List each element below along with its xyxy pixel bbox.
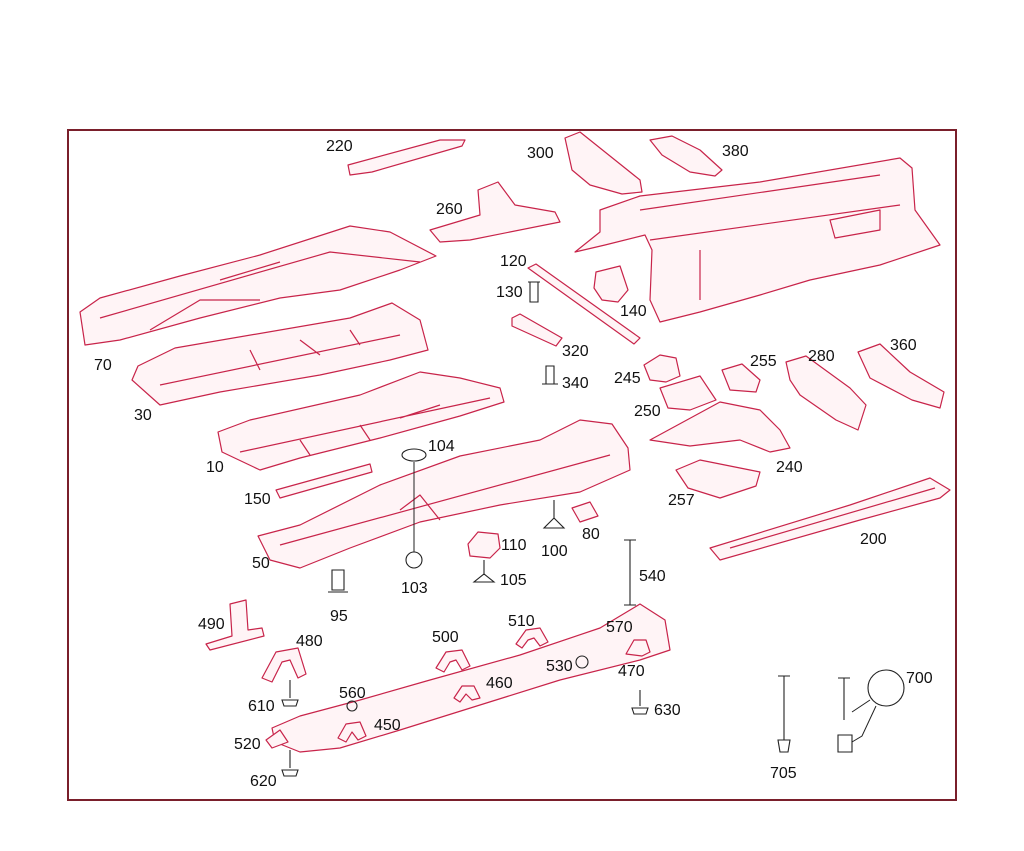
callout-255: 255: [750, 353, 777, 370]
part-103-clip: [405, 551, 423, 569]
part-540-bolt: [624, 539, 636, 606]
callout-360: 360: [890, 337, 917, 354]
part-95-bolt: [328, 569, 348, 593]
part-340-bolt: [542, 365, 558, 385]
callout-100: 100: [541, 543, 568, 560]
callout-300: 300: [527, 145, 554, 162]
part-rear-floor: [574, 157, 941, 323]
part-560-nut: [346, 700, 358, 712]
callout-220: 220: [326, 138, 353, 155]
callout-705: 705: [770, 765, 797, 782]
part-510-bracket: [515, 627, 549, 649]
callout-140: 140: [620, 303, 647, 320]
callout-570: 570: [606, 619, 633, 636]
part-490-bracket: [205, 599, 265, 651]
diagram-frame: [67, 129, 957, 801]
part-705-bolt: [777, 675, 791, 753]
part-105-screw: [472, 560, 496, 583]
callout-380: 380: [722, 143, 749, 160]
callout-10: 10: [206, 459, 224, 476]
callout-257: 257: [668, 492, 695, 509]
part-257-bracket: [675, 459, 761, 499]
part-50-pan: [257, 419, 631, 569]
part-70-panel: [79, 225, 437, 346]
part-240-member: [649, 401, 791, 453]
callout-560: 560: [339, 685, 366, 702]
callout-50: 50: [252, 555, 270, 572]
callout-510: 510: [508, 613, 535, 630]
callout-320: 320: [562, 343, 589, 360]
wrench-icon: [867, 669, 905, 707]
part-280-bracket: [785, 355, 867, 431]
callout-labels: 220 300 380 260 120 130 140 70 320 340 2…: [94, 138, 933, 790]
callout-470: 470: [618, 663, 645, 680]
callout-70: 70: [94, 357, 112, 374]
callout-520: 520: [234, 736, 261, 753]
callout-260: 260: [436, 201, 463, 218]
part-300-bracket: [564, 131, 643, 195]
callout-340: 340: [562, 375, 589, 392]
part-220-strip: [347, 139, 466, 176]
callout-480: 480: [296, 633, 323, 650]
callout-530: 530: [546, 658, 573, 675]
callout-280: 280: [808, 348, 835, 365]
part-255-bracket: [721, 363, 761, 393]
part-150-strip: [275, 463, 373, 499]
part-120-strip: [527, 263, 641, 345]
part-10-panel: [217, 371, 505, 471]
part-610-bolt: [281, 680, 299, 707]
callout-450: 450: [374, 717, 401, 734]
part-470-bracket: [625, 639, 651, 657]
part-480-bracket: [261, 647, 307, 683]
callout-103: 103: [401, 580, 428, 597]
part-620-bolt: [281, 750, 299, 777]
part-140-bracket: [593, 265, 629, 303]
part-130-bolt: [528, 281, 540, 303]
callout-500: 500: [432, 629, 459, 646]
part-245-bracket: [643, 354, 681, 383]
callout-460: 460: [486, 675, 513, 692]
part-110-block: [467, 531, 501, 559]
part-80-clip: [571, 501, 599, 523]
part-100-screw: [542, 500, 566, 529]
part-460-bracket: [453, 685, 481, 703]
callout-104: 104: [428, 438, 455, 455]
callout-540: 540: [639, 568, 666, 585]
callout-700: 700: [906, 670, 933, 687]
callout-240: 240: [776, 459, 803, 476]
callout-110: 110: [501, 537, 527, 554]
callout-130: 130: [496, 284, 523, 301]
callout-620: 620: [250, 773, 277, 790]
callout-150: 150: [244, 491, 271, 508]
callout-630: 630: [654, 702, 681, 719]
part-320-strip: [511, 313, 563, 347]
callout-490: 490: [198, 616, 225, 633]
callout-80: 80: [582, 526, 600, 543]
part-450-bracket: [337, 721, 367, 743]
callout-30: 30: [134, 407, 152, 424]
part-500-bracket: [435, 649, 471, 673]
part-260-bracket: [429, 181, 561, 243]
part-700-bolt: [837, 677, 853, 753]
callout-250: 250: [634, 403, 661, 420]
callout-200: 200: [860, 531, 887, 548]
part-30-panel: [131, 302, 429, 406]
callout-245: 245: [614, 370, 641, 387]
part-380-bracket: [649, 135, 723, 177]
part-520-bracket: [265, 729, 289, 749]
part-104-cap: [401, 448, 427, 462]
part-530-nut: [575, 655, 589, 669]
callout-105: 105: [500, 572, 527, 589]
part-250-bracket: [659, 375, 717, 411]
part-360-bracket: [857, 343, 945, 409]
part-underbody-shield: [271, 603, 671, 753]
callout-120: 120: [500, 253, 527, 270]
callout-610: 610: [248, 698, 275, 715]
callout-95: 95: [330, 608, 348, 625]
part-630-bolt: [631, 690, 649, 715]
